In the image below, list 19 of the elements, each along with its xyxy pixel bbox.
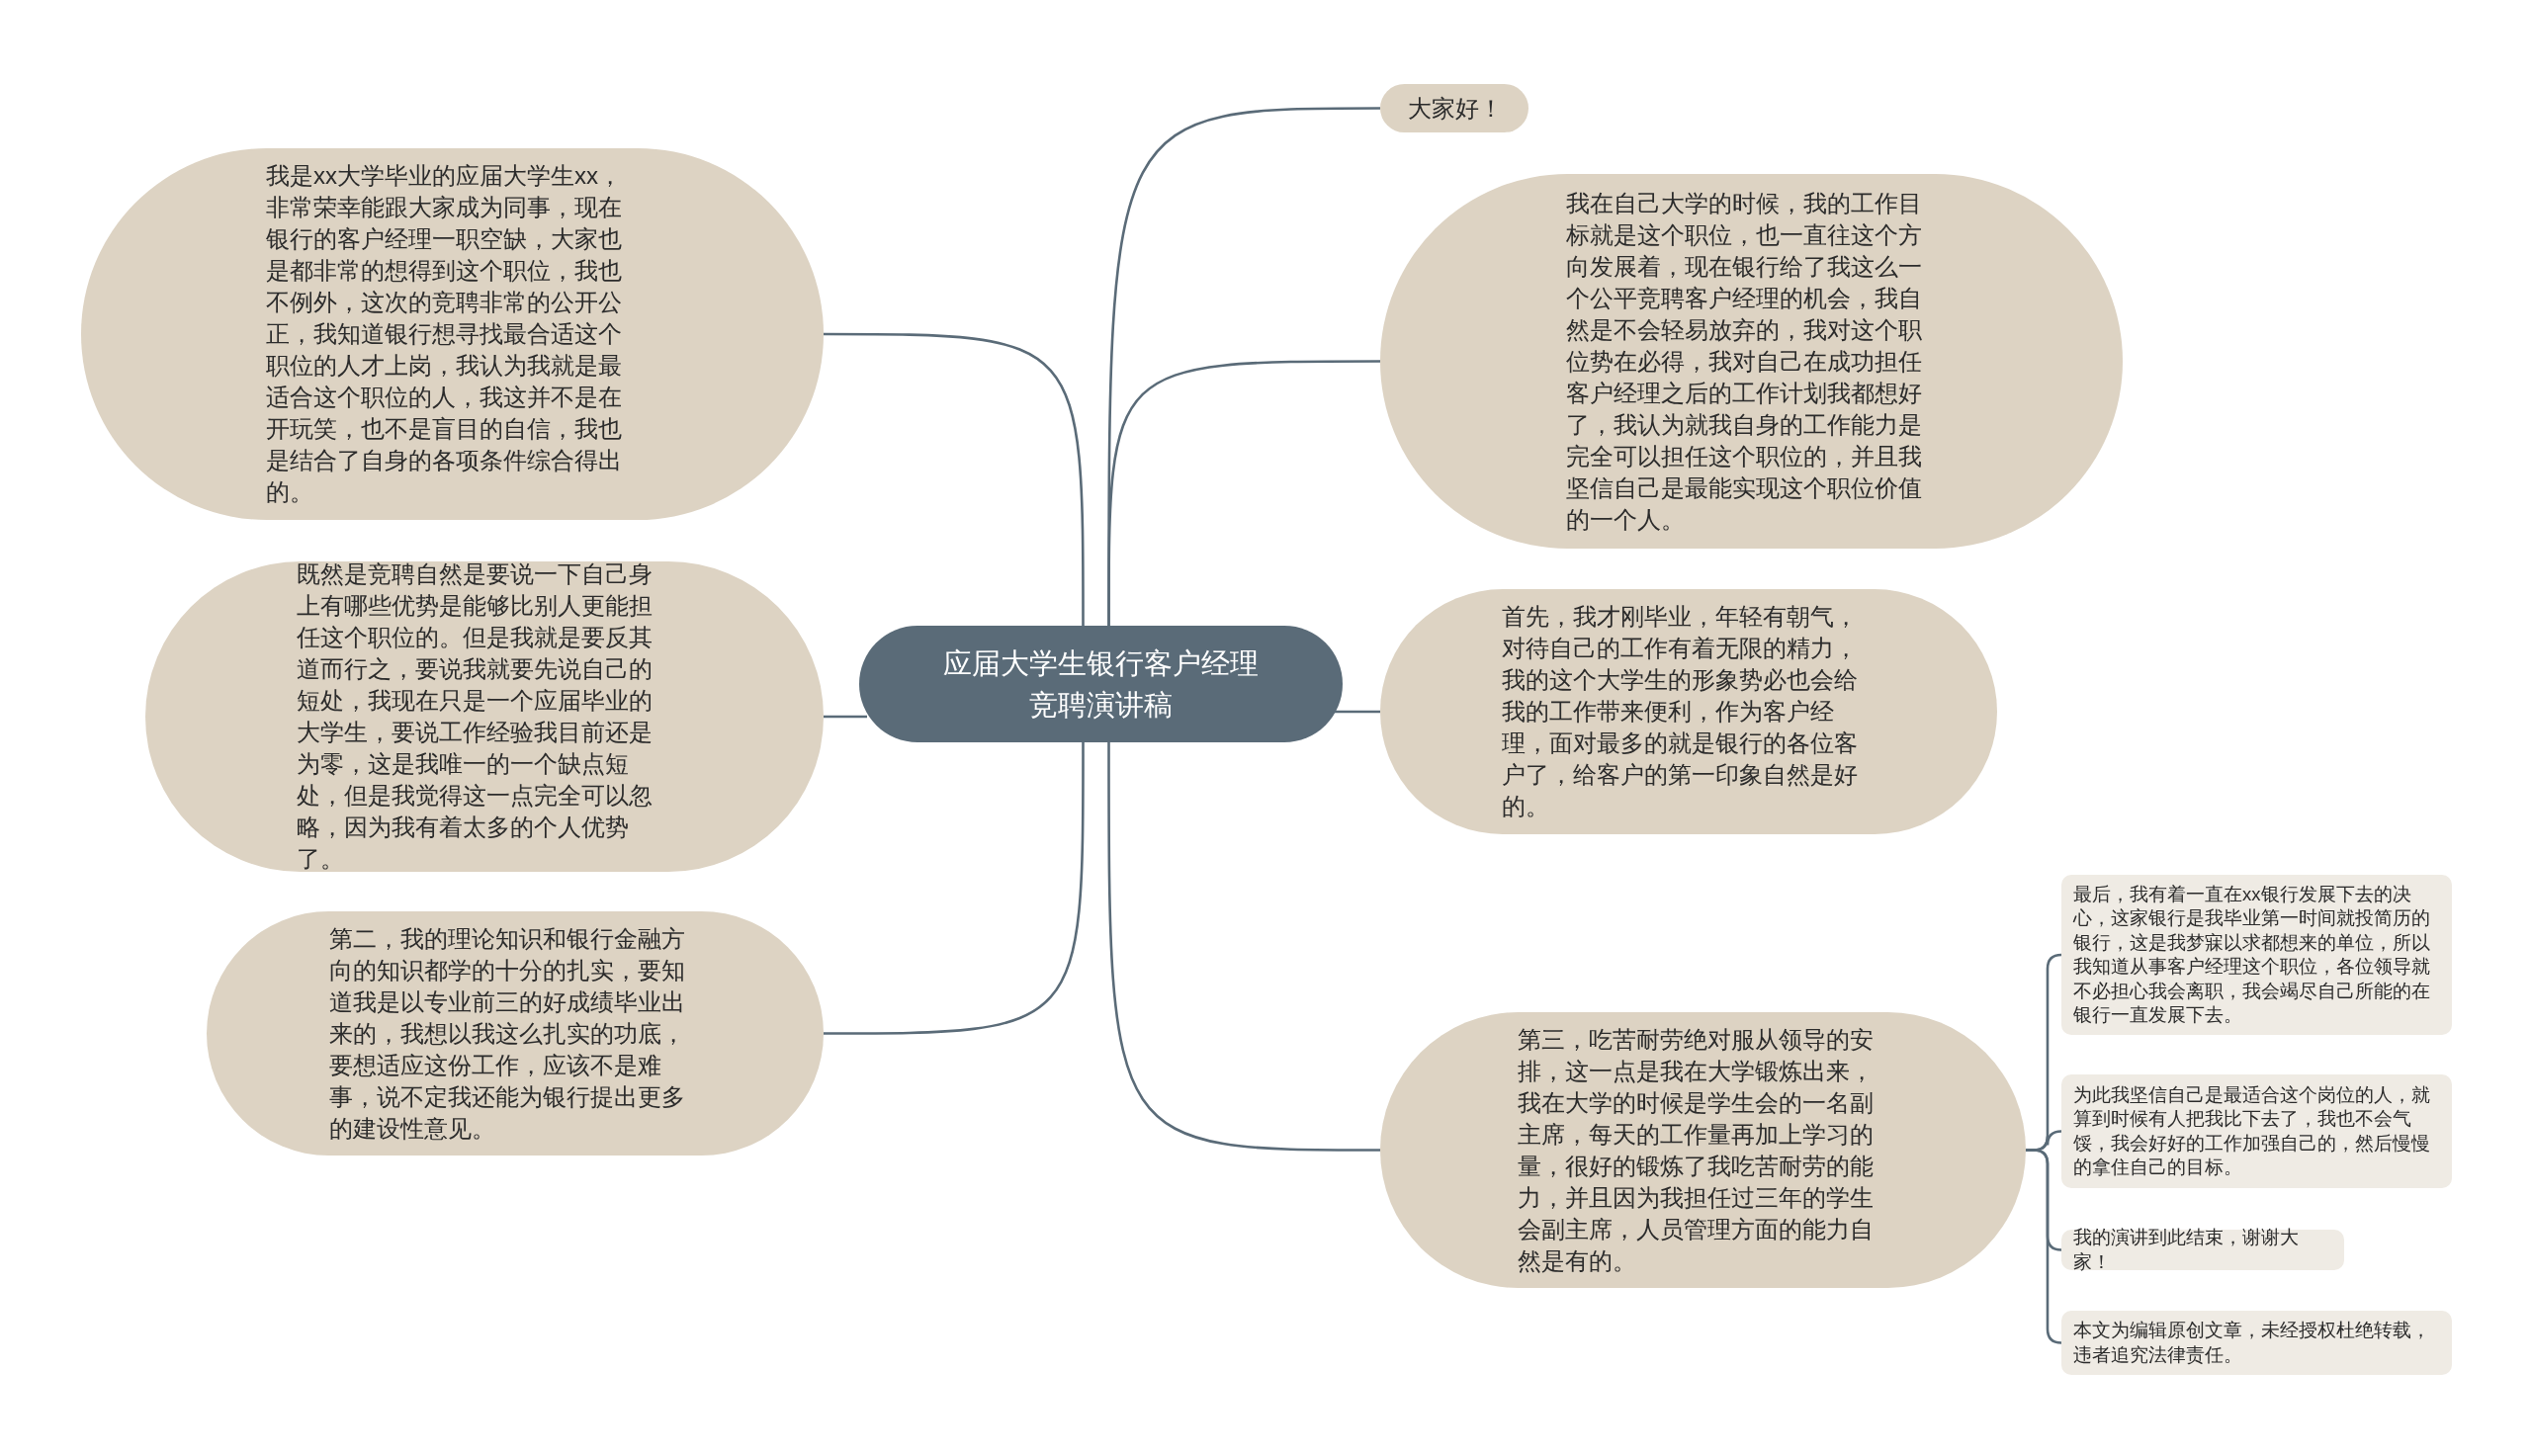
topic-bubble: 我在自己大学的时候，我的工作目标就是这个职位，也一直往这个方向发展着，现在银行给了我这么一个公平竞聘客户经理的机会，我自然是不会轻易放弃的，我对这个职位势在必得，我对自己在成功担任客户经理之后的工作计划我都想好了，我认为就我自身的工作能力是完全可以担任这个职位的，并且我坚信自己是最能实现这个职位价值的一个人。 xyxy=(1380,174,2123,549)
topic-bubble: 大家好！ xyxy=(1380,84,1528,132)
connector-line xyxy=(824,332,1085,626)
topic-bubble: 首先，我才刚毕业，年轻有朝气，对待自己的工作有着无限的精力，我的这个大学生的形象势必也会给我的工作带来便利，作为客户经理，面对最多的就是银行的各位客户了，给客户的第一印象自然是好的。 xyxy=(1380,589,1997,834)
note-card: 我的演讲到此结束，谢谢大家！ xyxy=(2061,1230,2344,1270)
note-card: 最后，我有着一直在xx银行发展下去的决心，这家银行是我毕业第一时间就投简历的银行，这是我梦寐以求都想来的单位，所以我知道从事客户经理这个职位，各位领导就不必担心我会离职，我会竭尽自己所能的在银行一直发展下去。 xyxy=(2061,875,2452,1035)
topic-bubble: 第三，吃苦耐劳绝对服从领导的安排，这一点是我在大学锻炼出来，我在大学的时候是学生会的一名副主席，每天的工作量再加上学习的量，很好的锻炼了我吃苦耐劳的能力，并且因为我担任过三年的学生会副主席，人员管理方面的能力自然是有的。 xyxy=(1380,1012,2026,1288)
note-card: 本文为编辑原创文章，未经授权杜绝转载，违者追究法律责任。 xyxy=(2061,1311,2452,1375)
connector-line xyxy=(824,742,1085,1035)
connector-line xyxy=(1335,710,1380,714)
central-topic: 应届大学生银行客户经理竞聘演讲稿 xyxy=(859,626,1343,742)
topic-bubble: 我是xx大学毕业的应届大学生xx，非常荣幸能跟大家成为同事，现在银行的客户经理一职空缺，大家也是都非常的想得到这个职位，我也不例外，这次的竞聘非常的公开公正，我知道银行想寻找最合适这个职位的人才上岗，我认为我就是最适合这个职位的人，我这并不是在开玩笑，也不是盲目的自信，我也是结合了自身的各项条件综合得出的。 xyxy=(81,148,824,520)
note-card: 为此我坚信自己是最适合这个岗位的人，就算到时候有人把我比下去了，我也不会气馁，我会好好的工作加强自己的，然后慢慢的拿住自己的目标。 xyxy=(2061,1074,2452,1188)
connector-line xyxy=(1107,742,1380,1152)
topic-bubble: 第二，我的理论知识和银行金融方向的知识都学的十分的扎实，要知道我是以专业前三的好成绩毕业出来的，我想以我这么扎实的功底，要想适应这份工作，应该不是难事，说不定我还能为银行提出更多的建设性意见。 xyxy=(207,911,824,1156)
topic-bubble: 既然是竞聘自然是要说一下自己身上有哪些优势是能够比别人更能担任这个职位的。但是我就是要反其道而行之，要说我就要先说自己的短处，我现在只是一个应届毕业的大学生，要说工作经验我目前还是为零，这是我唯一的一个缺点短处，但是我觉得这一点完全可以忽略，因为我有着太多的个人优势了。 xyxy=(145,561,824,872)
connector-line xyxy=(1107,360,1380,626)
connector-line xyxy=(824,715,867,719)
connector-line xyxy=(2026,1149,2063,1344)
